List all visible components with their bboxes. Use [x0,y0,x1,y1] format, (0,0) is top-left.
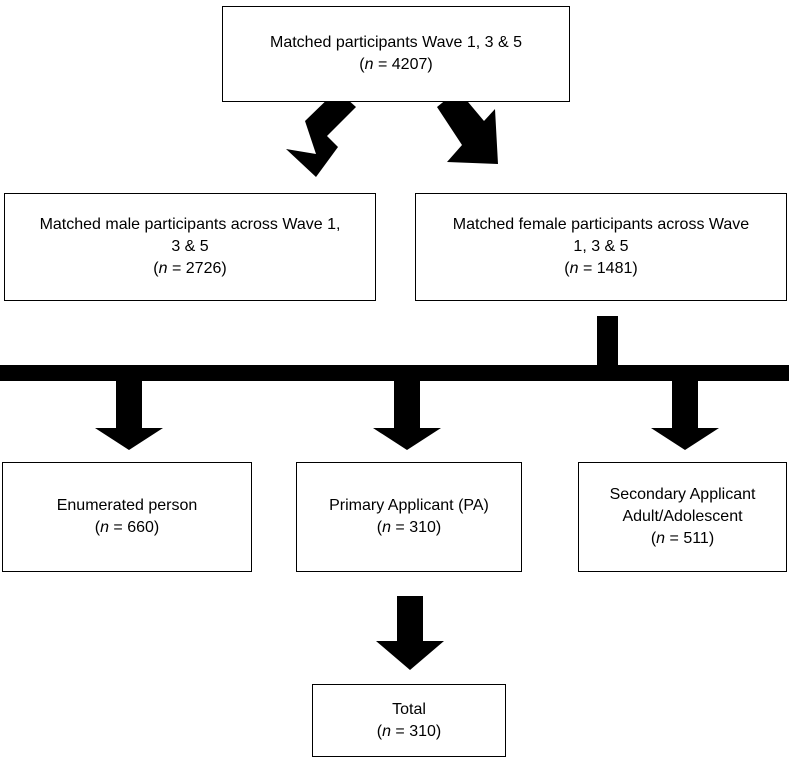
node-total: Total (n = 310) [312,684,506,757]
n-symbol: n [569,260,579,277]
node-label-line: Secondary Applicant [609,486,756,503]
node-label-line: Adult/Adolescent [622,508,743,525]
node-label-line: Primary Applicant (PA) [329,497,489,514]
n-symbol: n [100,519,109,536]
arrow-top-to-male [286,90,356,177]
node-count-value: = 310 [390,722,436,740]
node-label-line: 1, 3 & 5 [573,238,629,255]
arrow-top-to-female [437,90,498,164]
node-count-value: = 4207 [373,56,428,73]
node-label-line: Matched participants Wave 1, 3 & 5 [270,34,522,51]
node-count: (n = 310) [376,722,442,740]
node-label-line: 3 & 5 [171,238,209,255]
arrow-primary-to-total [376,596,444,670]
node-count-value: = 1481 [578,260,633,277]
node-count-value: = 2726 [167,260,222,277]
node-label-line: Total [392,700,426,718]
node-count-value: = 660 [108,519,154,536]
node-count: (n = 310) [376,519,442,536]
node-label-line: Enumerated person [56,497,198,514]
n-symbol: n [382,519,391,536]
node-label-line: Matched male participants across Wave 1, [39,216,341,233]
node-count: (n = 4207) [359,56,433,73]
n-symbol: n [158,260,168,277]
node-enumerated-person: Enumerated person (n = 660) [2,462,252,572]
node-male-participants: Matched male participants across Wave 1,… [4,193,376,301]
node-primary-applicant: Primary Applicant (PA) (n = 310) [296,462,522,572]
node-secondary-applicant: Secondary Applicant Adult/Adolescent (n … [578,462,787,572]
distribution-bar [0,365,789,381]
node-count: (n = 511) [650,530,715,547]
n-symbol: n [382,722,391,740]
node-count: (n = 1481) [564,260,638,277]
arrow-bar-to-secondary [651,381,719,450]
n-symbol: n [364,56,374,73]
node-label-line: Matched female participants across Wave [452,216,750,233]
arrow-bar-to-primary [373,381,441,450]
node-matched-participants: Matched participants Wave 1, 3 & 5 (n = … [222,6,570,102]
node-count: (n = 2726) [153,260,227,277]
connector-female-to-bar [597,316,618,368]
node-count: (n = 660) [94,519,160,536]
n-symbol: n [656,530,666,547]
node-count-value: = 310 [390,519,436,536]
arrow-bar-to-enumerated [95,381,163,450]
node-female-participants: Matched female participants across Wave … [415,193,787,301]
node-count-value: = 511 [665,530,709,547]
